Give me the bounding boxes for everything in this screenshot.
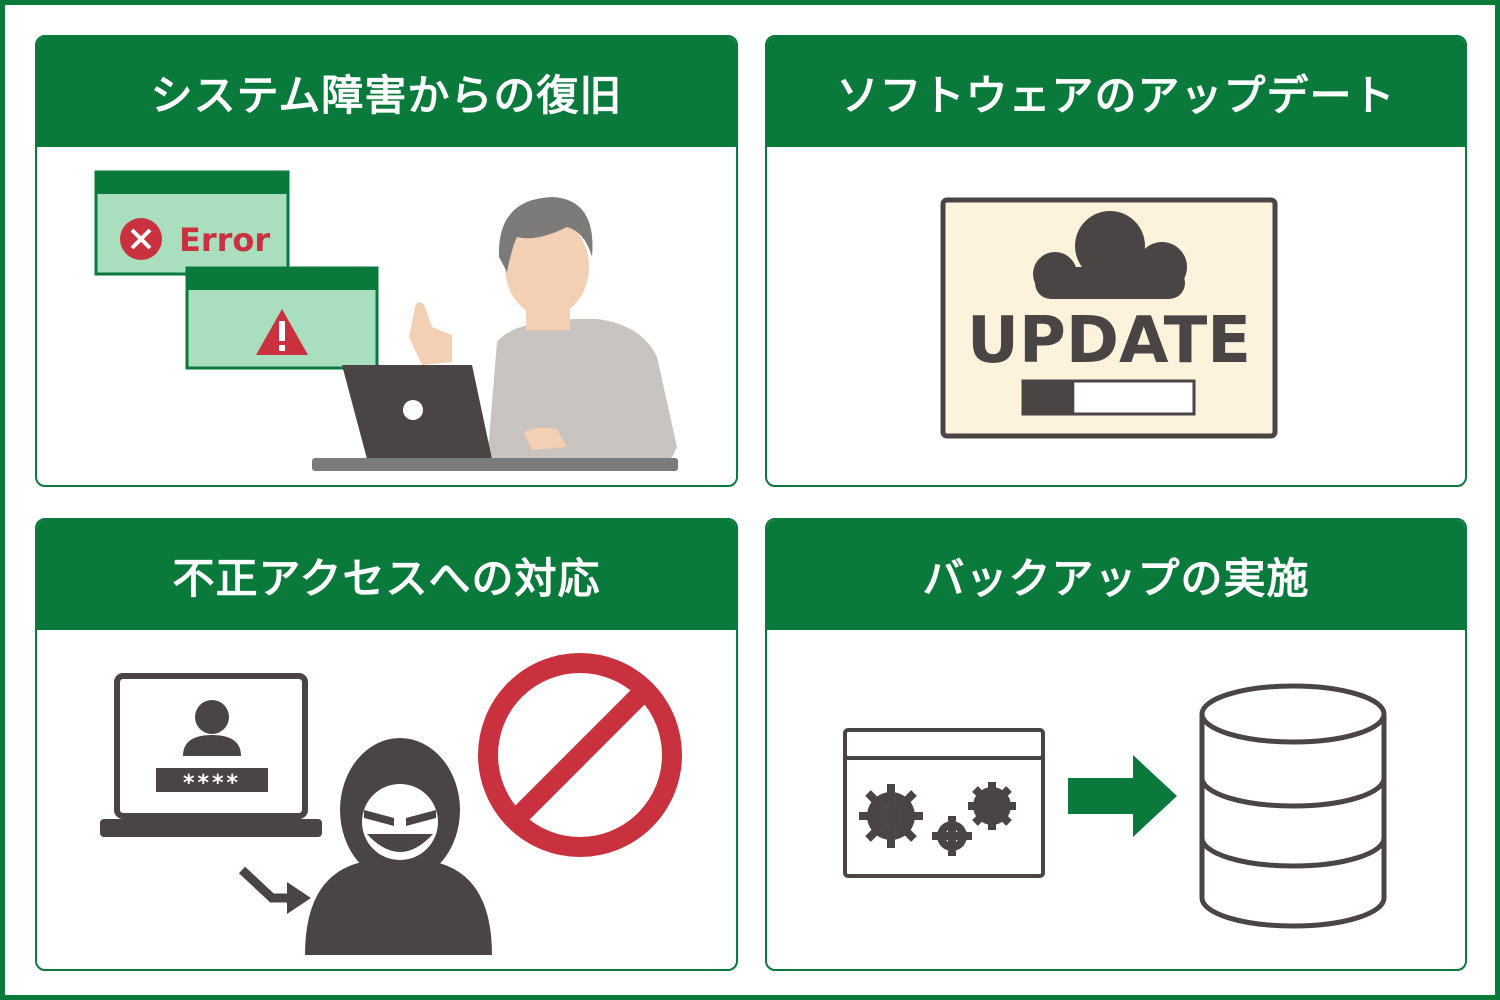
error-window: Error [94, 170, 290, 276]
arrow-right-icon [1068, 755, 1177, 837]
prohibited-icon [478, 653, 682, 857]
arrow-icon [238, 866, 311, 914]
progress-bar [1021, 379, 1196, 416]
card-title: ソフトウェアのアップデート [767, 37, 1465, 147]
card-title: バックアップの実施 [767, 520, 1465, 630]
cloud-icon [1033, 211, 1187, 299]
user-icon [183, 700, 241, 756]
card-title: 不正アクセスへの対応 [37, 520, 736, 630]
card-system-recovery: システム障害からの復旧 Error [35, 35, 738, 487]
card-software-update: ソフトウェアのアップデート UPDATE [765, 35, 1467, 487]
card-unauthorized-access: 不正アクセスへの対応 **** [35, 518, 738, 971]
error-x-icon [120, 218, 162, 260]
warning-window [185, 266, 379, 370]
update-label: UPDATE [967, 304, 1251, 378]
laptop-icon [312, 365, 678, 471]
hacker-icon [305, 738, 492, 955]
login-laptop-icon: **** [100, 673, 322, 837]
error-label: Error [179, 221, 270, 259]
card-backup: バックアップの実施 [765, 518, 1467, 971]
password-field: **** [183, 771, 241, 796]
card-illustration: Error [37, 147, 736, 485]
database-icon [1199, 683, 1387, 929]
warning-icon [256, 309, 308, 355]
card-illustration [767, 630, 1465, 969]
update-screen [940, 197, 1278, 439]
card-illustration: **** [37, 630, 736, 969]
card-illustration: UPDATE [767, 147, 1465, 485]
person-icon [409, 197, 677, 463]
gears-window-icon [843, 728, 1045, 878]
card-title: システム障害からの復旧 [37, 37, 736, 147]
